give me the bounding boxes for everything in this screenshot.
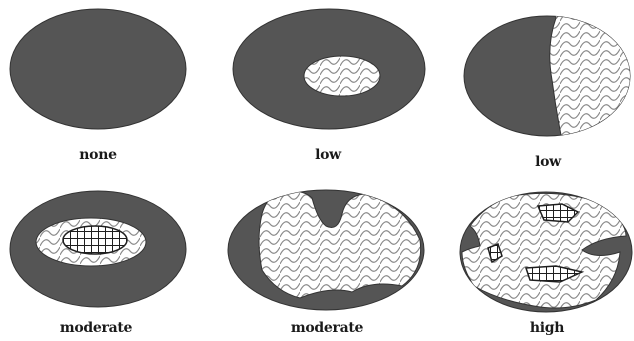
caption-low-side: low (478, 154, 618, 170)
panel-high (460, 192, 632, 312)
panel-low-central (233, 9, 425, 129)
caption-moderate-extensive: moderate (257, 320, 397, 336)
caption-low-central: low (258, 147, 398, 163)
panel-low-side (464, 7, 634, 140)
patterned-region (304, 56, 380, 96)
panel-moderate-extensive (228, 190, 424, 310)
caption-none: none (28, 147, 168, 163)
caption-moderate-central: moderate (26, 320, 166, 336)
panel-moderate-central (10, 191, 186, 307)
panel-none (10, 9, 186, 129)
cell-ellipse (10, 9, 186, 129)
grid-region (63, 226, 127, 254)
caption-high: high (477, 320, 617, 336)
